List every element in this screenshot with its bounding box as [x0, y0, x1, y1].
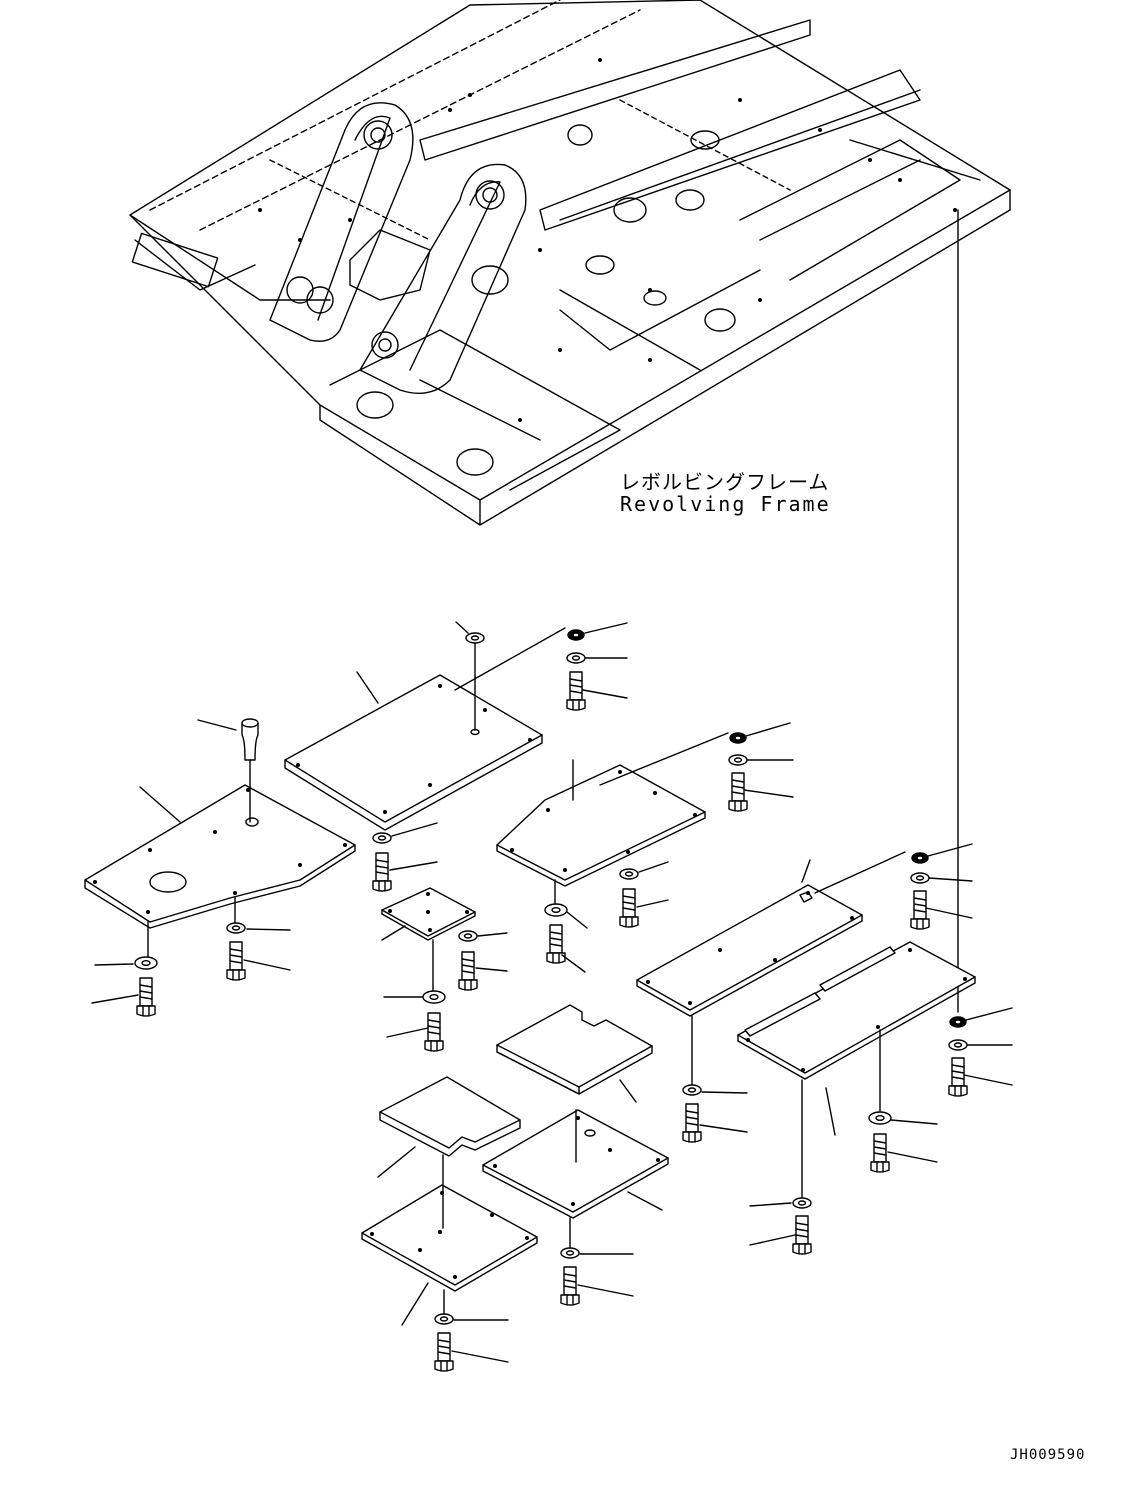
lock-washer — [949, 1016, 967, 1028]
cover-plate-right-lower — [737, 941, 976, 1136]
cover-plate-small — [381, 887, 476, 941]
washer — [682, 1084, 702, 1096]
revolving-frame — [129, 0, 1011, 526]
washer — [910, 872, 930, 884]
washer — [134, 956, 158, 970]
lock-washer — [567, 629, 585, 641]
washer — [868, 1111, 892, 1125]
washer — [226, 922, 246, 934]
bolt — [619, 888, 639, 928]
washer — [422, 990, 446, 1004]
washer — [619, 868, 639, 880]
frame-label-japanese: レボルビングフレーム — [620, 470, 830, 494]
washer — [728, 754, 748, 766]
washer — [458, 930, 478, 942]
washer — [560, 1247, 580, 1259]
washer — [434, 1313, 454, 1325]
floor-mat-upper — [496, 1004, 653, 1103]
cover-plate-upper — [284, 671, 543, 831]
bolt — [910, 890, 930, 930]
lock-washer — [729, 732, 747, 744]
washer — [544, 903, 568, 917]
bolt — [728, 772, 748, 812]
washer — [948, 1039, 968, 1051]
washer — [372, 832, 392, 844]
cover-plate-right-upper — [636, 851, 906, 1017]
cover-plate-centre — [496, 732, 729, 887]
bolt — [136, 977, 156, 1017]
bolt — [870, 1133, 890, 1173]
bolt — [560, 1266, 580, 1306]
washer — [792, 1197, 812, 1209]
washer — [465, 632, 485, 644]
bolt — [682, 1103, 702, 1143]
washer — [566, 652, 586, 664]
bolt — [226, 941, 246, 981]
lock-washer — [911, 852, 929, 864]
floor-mat-lower — [377, 1076, 521, 1178]
bolt — [434, 1332, 454, 1372]
cover-plate-bottom-left — [361, 1184, 538, 1326]
bolt — [372, 852, 392, 892]
bolt — [458, 951, 478, 991]
bolt — [546, 924, 566, 964]
cover-plate-left — [84, 784, 356, 929]
bolt — [424, 1012, 444, 1052]
bolt — [566, 671, 586, 711]
drawing-id: JH009590 — [1010, 1447, 1086, 1463]
spacer-pin — [197, 718, 259, 823]
frame-label-english: Revolving Frame — [620, 492, 831, 516]
bolt — [948, 1057, 968, 1097]
